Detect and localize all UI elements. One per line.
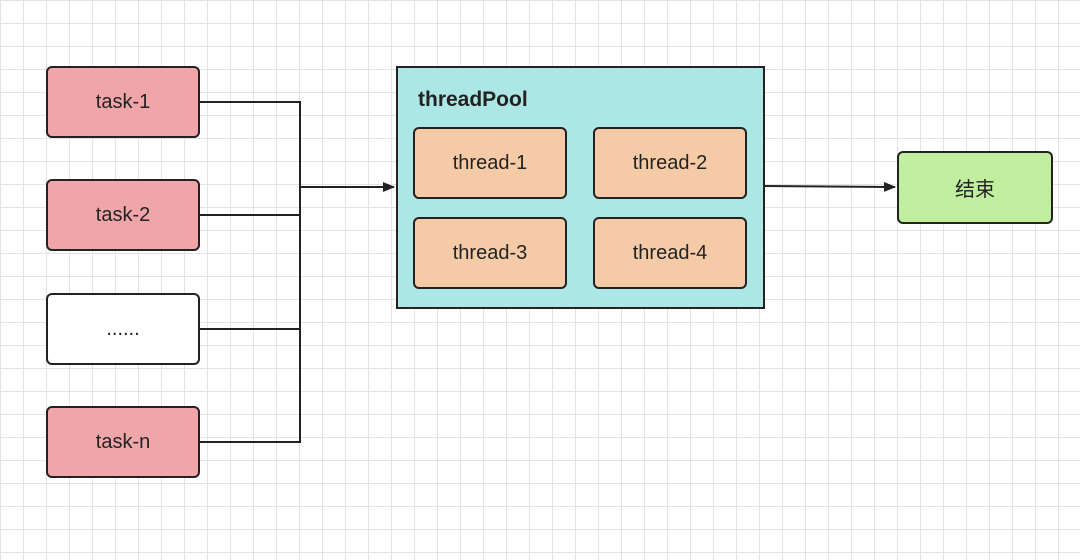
arrow-to-end xyxy=(764,181,896,192)
end-label: 结束 xyxy=(955,179,995,201)
task-label: task-1 xyxy=(95,90,151,113)
thread-pool-title: threadPool xyxy=(418,88,528,111)
task-node-ellipsis: ...... xyxy=(46,293,200,365)
thread-label: thread-3 xyxy=(452,241,528,264)
task-label: task-2 xyxy=(95,203,151,226)
thread-node-3: thread-3 xyxy=(413,217,567,289)
thread-label: thread-2 xyxy=(632,151,708,174)
task-node-n: task-n xyxy=(46,406,200,478)
thread-node-4: thread-4 xyxy=(593,217,747,289)
task-node-2: task-2 xyxy=(46,179,200,251)
thread-pool-container: threadPool thread-1 thread-2 thread-3 th… xyxy=(396,66,765,309)
thread-label: thread-4 xyxy=(632,241,708,264)
task-label: task-n xyxy=(95,430,151,453)
task-node-1: task-1 xyxy=(46,66,200,138)
thread-node-2: thread-2 xyxy=(593,127,747,199)
end-node: 结束 xyxy=(897,151,1053,224)
ellipsis-label: ...... xyxy=(106,317,140,340)
thread-node-1: thread-1 xyxy=(413,127,567,199)
thread-label: thread-1 xyxy=(452,151,528,174)
